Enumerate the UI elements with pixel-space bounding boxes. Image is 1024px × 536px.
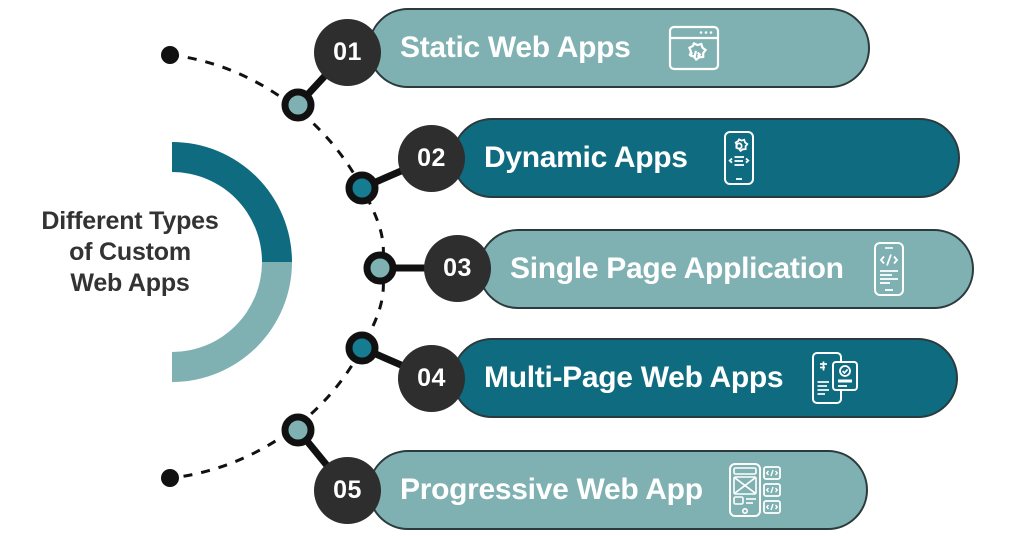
donut-arc bbox=[172, 142, 292, 382]
item-number-badge-5[interactable]: 05 bbox=[314, 457, 381, 524]
center-title: Different Types of Custom Web Apps bbox=[14, 206, 246, 299]
item-number-badge-3[interactable]: 03 bbox=[424, 235, 491, 302]
browser-code-gear-icon bbox=[667, 23, 721, 73]
phone-code-brackets-icon bbox=[868, 241, 910, 297]
center-title-line-3: Web Apps bbox=[70, 269, 190, 297]
item-label-5: Progressive Web App bbox=[400, 473, 703, 506]
item-label-2: Dynamic Apps bbox=[484, 141, 688, 174]
item-number-2: 02 bbox=[417, 144, 446, 172]
item-pill-3[interactable]: Single Page Application bbox=[478, 229, 974, 309]
connector-endpoint-dot-bottom bbox=[161, 469, 179, 487]
item-number-5: 05 bbox=[333, 476, 362, 504]
item-label-1: Static Web Apps bbox=[400, 31, 631, 64]
item-number-1: 01 bbox=[333, 38, 362, 66]
item-pill-5[interactable]: Progressive Web App bbox=[368, 450, 868, 530]
item-label-3: Single Page Application bbox=[510, 252, 844, 285]
connector-node-2[interactable] bbox=[345, 171, 379, 205]
item-number-badge-2[interactable]: 02 bbox=[398, 125, 465, 192]
item-number-badge-4[interactable]: 04 bbox=[398, 345, 465, 412]
connector-node-1[interactable] bbox=[281, 88, 315, 122]
donut-arc-lower-segment bbox=[172, 262, 292, 382]
item-number-badge-1[interactable]: 01 bbox=[314, 19, 381, 86]
phone-gear-code-icon bbox=[716, 130, 762, 186]
phone-modules-code-icon bbox=[727, 462, 783, 518]
connector-node-4[interactable] bbox=[345, 331, 379, 365]
connector-endpoint-dot-top bbox=[161, 46, 179, 64]
multi-document-check-icon bbox=[809, 350, 861, 406]
donut-arc-upper-segment bbox=[172, 142, 292, 262]
connector-node-3[interactable] bbox=[363, 251, 397, 285]
item-number-3: 03 bbox=[443, 254, 472, 282]
item-pill-4[interactable]: Multi-Page Web Apps bbox=[452, 338, 958, 418]
connector-node-5[interactable] bbox=[281, 413, 315, 447]
item-pill-1[interactable]: Static Web Apps bbox=[368, 8, 870, 88]
item-label-4: Multi-Page Web Apps bbox=[484, 361, 784, 394]
item-pill-2[interactable]: Dynamic Apps bbox=[452, 118, 960, 198]
center-title-line-1: Different Types bbox=[41, 207, 219, 235]
center-title-line-2: of Custom bbox=[69, 238, 191, 266]
item-number-4: 04 bbox=[417, 364, 446, 392]
